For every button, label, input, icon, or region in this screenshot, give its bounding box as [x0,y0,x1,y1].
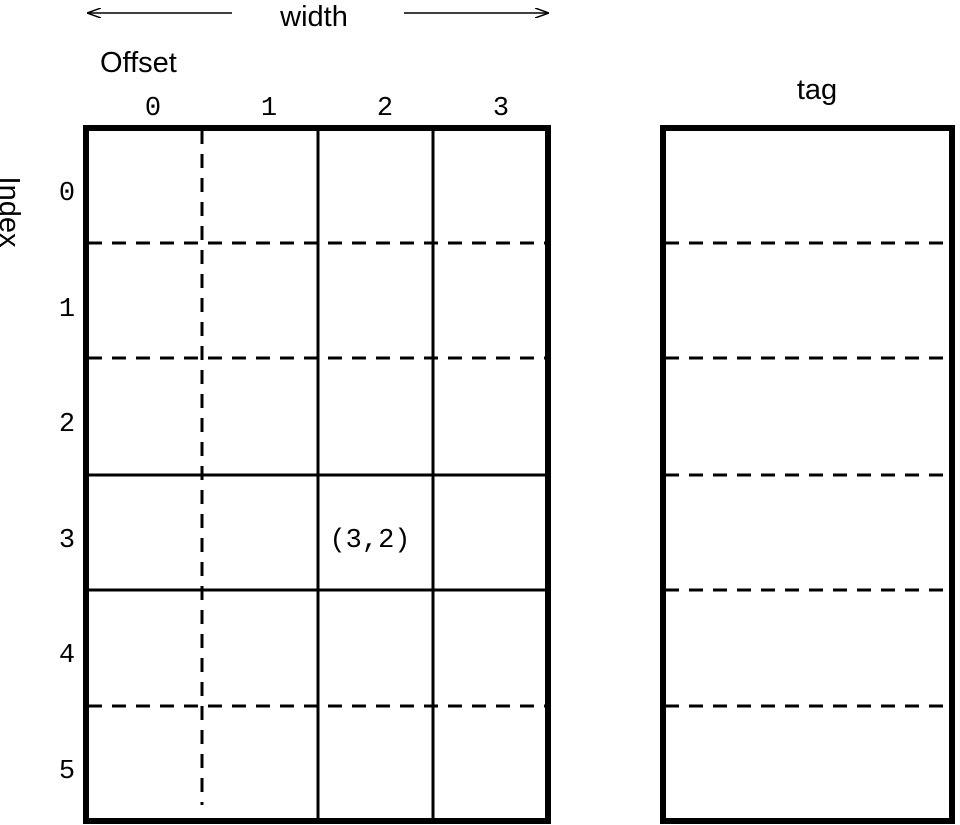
offset-label: Offset [100,47,177,79]
index-tick: 3 [59,526,75,556]
cell-label: (3,2) [329,526,410,556]
index-tick: 0 [59,179,75,209]
offset-tick: 1 [261,94,277,124]
grid-border [83,125,551,824]
index-label: Index [0,177,25,248]
index-tick: 5 [59,757,75,787]
tag-label: tag [797,74,837,106]
data-grid [83,125,551,824]
offset-tick: 2 [377,94,393,124]
tag-column [660,125,955,824]
index-tick: 4 [59,641,75,671]
index-tick: 1 [59,295,75,325]
offset-tick: 0 [145,94,161,124]
offset-tick: 3 [493,94,509,124]
tag-border [660,125,955,824]
index-tick: 2 [59,410,75,440]
width-label: width [279,1,348,33]
